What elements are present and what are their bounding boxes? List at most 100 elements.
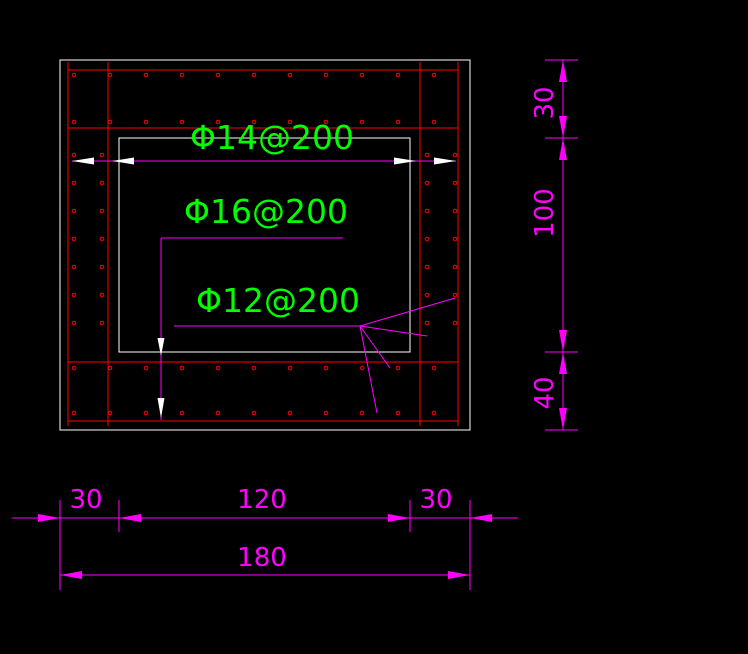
rebar-dot (71, 180, 77, 186)
rebar-dot (424, 180, 430, 186)
rebar-dot (179, 365, 185, 371)
rebar-dot (452, 264, 458, 270)
rebar-dot (359, 72, 365, 78)
rebar-dot (143, 365, 149, 371)
rebar-dot (107, 410, 113, 416)
rebar-dot (424, 320, 430, 326)
rebar-dot (99, 180, 105, 186)
dim-bottom-left: 30 (69, 485, 102, 515)
arrow-left-outer (72, 157, 94, 165)
dim-right-bottom: 40 (530, 376, 560, 409)
rebar-label-top: Φ14@200 (190, 118, 354, 157)
dim-arrow (119, 514, 141, 522)
rebar-dot (452, 320, 458, 326)
leader-fan (359, 297, 456, 327)
rebar-dot (71, 292, 77, 298)
section-inner-opening (118, 137, 411, 353)
rebar-dot (71, 119, 77, 125)
rebar-dot (452, 236, 458, 242)
dim-arrow (559, 138, 567, 160)
rebar-dot (71, 208, 77, 214)
rebar-dot (215, 410, 221, 416)
arrow-left-inner (112, 157, 134, 165)
rebar-dot (251, 119, 257, 125)
rebar-dot (99, 152, 105, 158)
rebar-dot (179, 72, 185, 78)
leader-arrows (72, 157, 456, 418)
rebar-dot (71, 410, 77, 416)
rebar-dot (323, 72, 329, 78)
dim-right-middle: 100 (530, 188, 560, 238)
leader-fan (359, 325, 428, 337)
dim-arrow (448, 571, 470, 579)
dim-right-top: 30 (530, 86, 560, 119)
rebar-dot (71, 264, 77, 270)
rebar-dot (452, 180, 458, 186)
rebar-dot (287, 365, 293, 371)
rebar-dot (143, 72, 149, 78)
dim-arrow (559, 116, 567, 138)
rebar-dot (452, 152, 458, 158)
vertical-dimension-arrows (559, 60, 567, 430)
rebar-dot (99, 320, 105, 326)
arrow-right-outer (434, 157, 456, 165)
rebar-dot (395, 410, 401, 416)
rebar-dot (395, 365, 401, 371)
dim-bottom-total: 180 (237, 543, 287, 573)
rebar-dot (287, 72, 293, 78)
rebar-dot (359, 410, 365, 416)
section-outer-outline (59, 59, 471, 431)
leader-fan (359, 325, 391, 369)
arrow-right-inner (394, 157, 416, 165)
horizontal-dimension-arrows (38, 514, 492, 579)
dim-bottom-right: 30 (419, 485, 452, 515)
rebar-dot (452, 208, 458, 214)
rebar-dot (431, 365, 437, 371)
rebar-dot (215, 119, 221, 125)
dim-arrow (559, 352, 567, 374)
arrow-down-upper (157, 338, 165, 356)
rebar-dot (424, 152, 430, 158)
rebar-dot (215, 365, 221, 371)
rebar-dot (323, 410, 329, 416)
rebar-dot (431, 72, 437, 78)
rebar-label-bottom: Φ12@200 (196, 281, 360, 320)
dim-bottom-middle: 120 (237, 485, 287, 515)
rebar-dot (99, 236, 105, 242)
rebar-dot (107, 119, 113, 125)
rebar-dot (287, 410, 293, 416)
rebar-dot (431, 119, 437, 125)
rebar-dot (71, 152, 77, 158)
dim-arrow (60, 571, 82, 579)
rebar-dot (431, 410, 437, 416)
rebar-dot (424, 236, 430, 242)
rebar-dot (99, 292, 105, 298)
rebar-dot (71, 365, 77, 371)
rebar-grid (67, 62, 459, 426)
rebar-dot (215, 72, 221, 78)
dim-arrow (38, 514, 60, 522)
rebar-dots (71, 72, 458, 416)
rebar-dot (99, 208, 105, 214)
rebar-dot (395, 72, 401, 78)
dim-arrow (559, 60, 567, 82)
dim-arrow (388, 514, 410, 522)
dim-arrow (470, 514, 492, 522)
rebar-dot (424, 208, 430, 214)
rebar-dot (251, 410, 257, 416)
rebar-dot (71, 72, 77, 78)
dim-arrow (559, 330, 567, 352)
rebar-dot (424, 264, 430, 270)
arrow-down-lower (157, 398, 165, 418)
rebar-dot (143, 119, 149, 125)
rebar-dot (359, 365, 365, 371)
rebar-dot (395, 119, 401, 125)
rebar-dot (251, 72, 257, 78)
dim-arrow (559, 408, 567, 430)
leader-lines (72, 160, 456, 420)
rebar-label-middle: Φ16@200 (184, 192, 348, 231)
rebar-dot (424, 292, 430, 298)
rebar-dot (251, 365, 257, 371)
rebar-dot (99, 264, 105, 270)
